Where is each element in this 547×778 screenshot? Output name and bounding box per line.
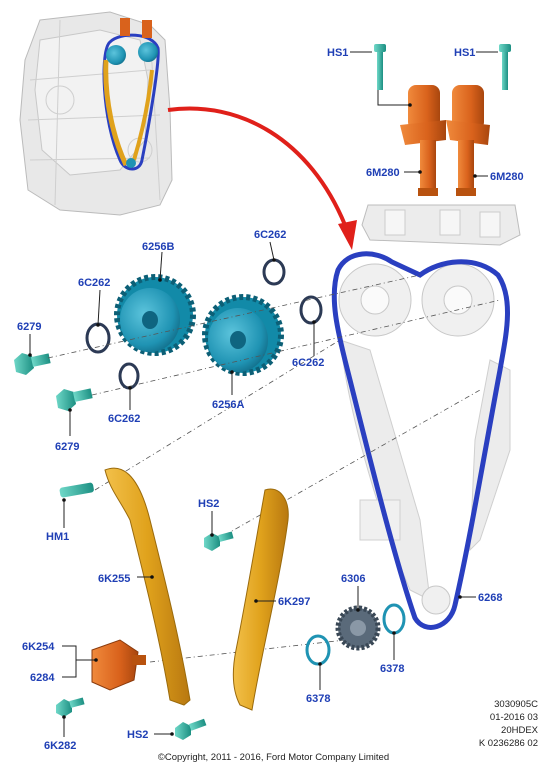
label-6256b: 6256B	[142, 241, 174, 253]
camshaft-sprocket-6256a	[202, 294, 284, 376]
crankshaft-sprocket-6306	[335, 605, 381, 651]
label-hs1-left: HS1	[327, 47, 348, 59]
solenoid-right	[446, 85, 490, 196]
label-6k297: 6K297	[278, 596, 310, 608]
label-6c262-top: 6C262	[254, 229, 286, 241]
chain-guide-6k255	[104, 467, 191, 706]
bolt-hs2-mid	[204, 531, 234, 551]
timing-chain-assembly	[331, 251, 511, 630]
solenoid-left	[400, 85, 446, 196]
engine-block-thumbnail	[19, 11, 173, 216]
copyright-notice: ©Copyright, 2011 - 2016, Ford Motor Comp…	[157, 752, 390, 763]
label-6268: 6268	[478, 592, 502, 604]
label-6k254: 6K254	[22, 641, 55, 653]
label-hs1-right: HS1	[454, 47, 475, 59]
chain-tensioner-6284	[91, 639, 146, 691]
info-line-1: 3030905C	[494, 699, 538, 710]
label-hs2-mid: HS2	[198, 498, 219, 510]
bolt-hs1-left	[374, 44, 386, 90]
label-6378-left: 6378	[306, 693, 330, 705]
label-6k282: 6K282	[44, 740, 76, 752]
bolt-hs2-bottom	[175, 718, 207, 740]
cylinder-head-bracket	[361, 204, 521, 246]
label-6279-bottom: 6279	[55, 441, 79, 453]
label-6279-top: 6279	[17, 321, 41, 333]
seal-6c262-top	[262, 258, 286, 286]
label-6306: 6306	[341, 573, 365, 585]
seal-6378-left	[305, 634, 331, 666]
part-labels: HS1 HS1 6M280 6M280 6C262 6256B 6C262 62…	[17, 47, 524, 752]
info-line-4: K 0236286 02	[478, 738, 538, 749]
label-6c262-bottom: 6C262	[108, 413, 140, 425]
info-line-3: 20HDEX	[501, 725, 538, 736]
pointer-arrow	[167, 106, 357, 250]
label-6k255: 6K255	[98, 573, 130, 585]
bolt-6k282	[56, 697, 85, 717]
label-hm1: HM1	[46, 531, 69, 543]
seal-6c262-left	[85, 322, 111, 354]
seal-6c262-bottom	[118, 362, 140, 390]
bolt-6279-top	[14, 353, 51, 375]
info-line-2: 01-2016 03	[489, 712, 538, 723]
seal-6c262-right	[299, 295, 323, 325]
label-6c262-left: 6C262	[78, 277, 110, 289]
label-6c262-right: 6C262	[292, 357, 324, 369]
label-6m280-left: 6M280	[366, 167, 400, 179]
seal-6378-right	[382, 603, 406, 635]
timing-chain	[331, 251, 510, 630]
label-6378-right: 6378	[380, 663, 404, 675]
label-6m280-right: 6M280	[490, 171, 524, 183]
label-hs2-bottom: HS2	[127, 729, 148, 741]
document-info: 3030905C 01-2016 03 20HDEX K 0236286 02	[479, 698, 538, 750]
label-6284: 6284	[30, 672, 55, 684]
bolt-6279-bottom	[56, 388, 93, 411]
pin-hm1	[59, 482, 94, 498]
leader-lines	[28, 51, 498, 737]
bolt-hs1-right	[499, 44, 511, 90]
label-6256a: 6256A	[212, 399, 244, 411]
camshaft-sprocket-6256b	[114, 274, 196, 356]
chain-guide-6k297	[232, 488, 289, 711]
